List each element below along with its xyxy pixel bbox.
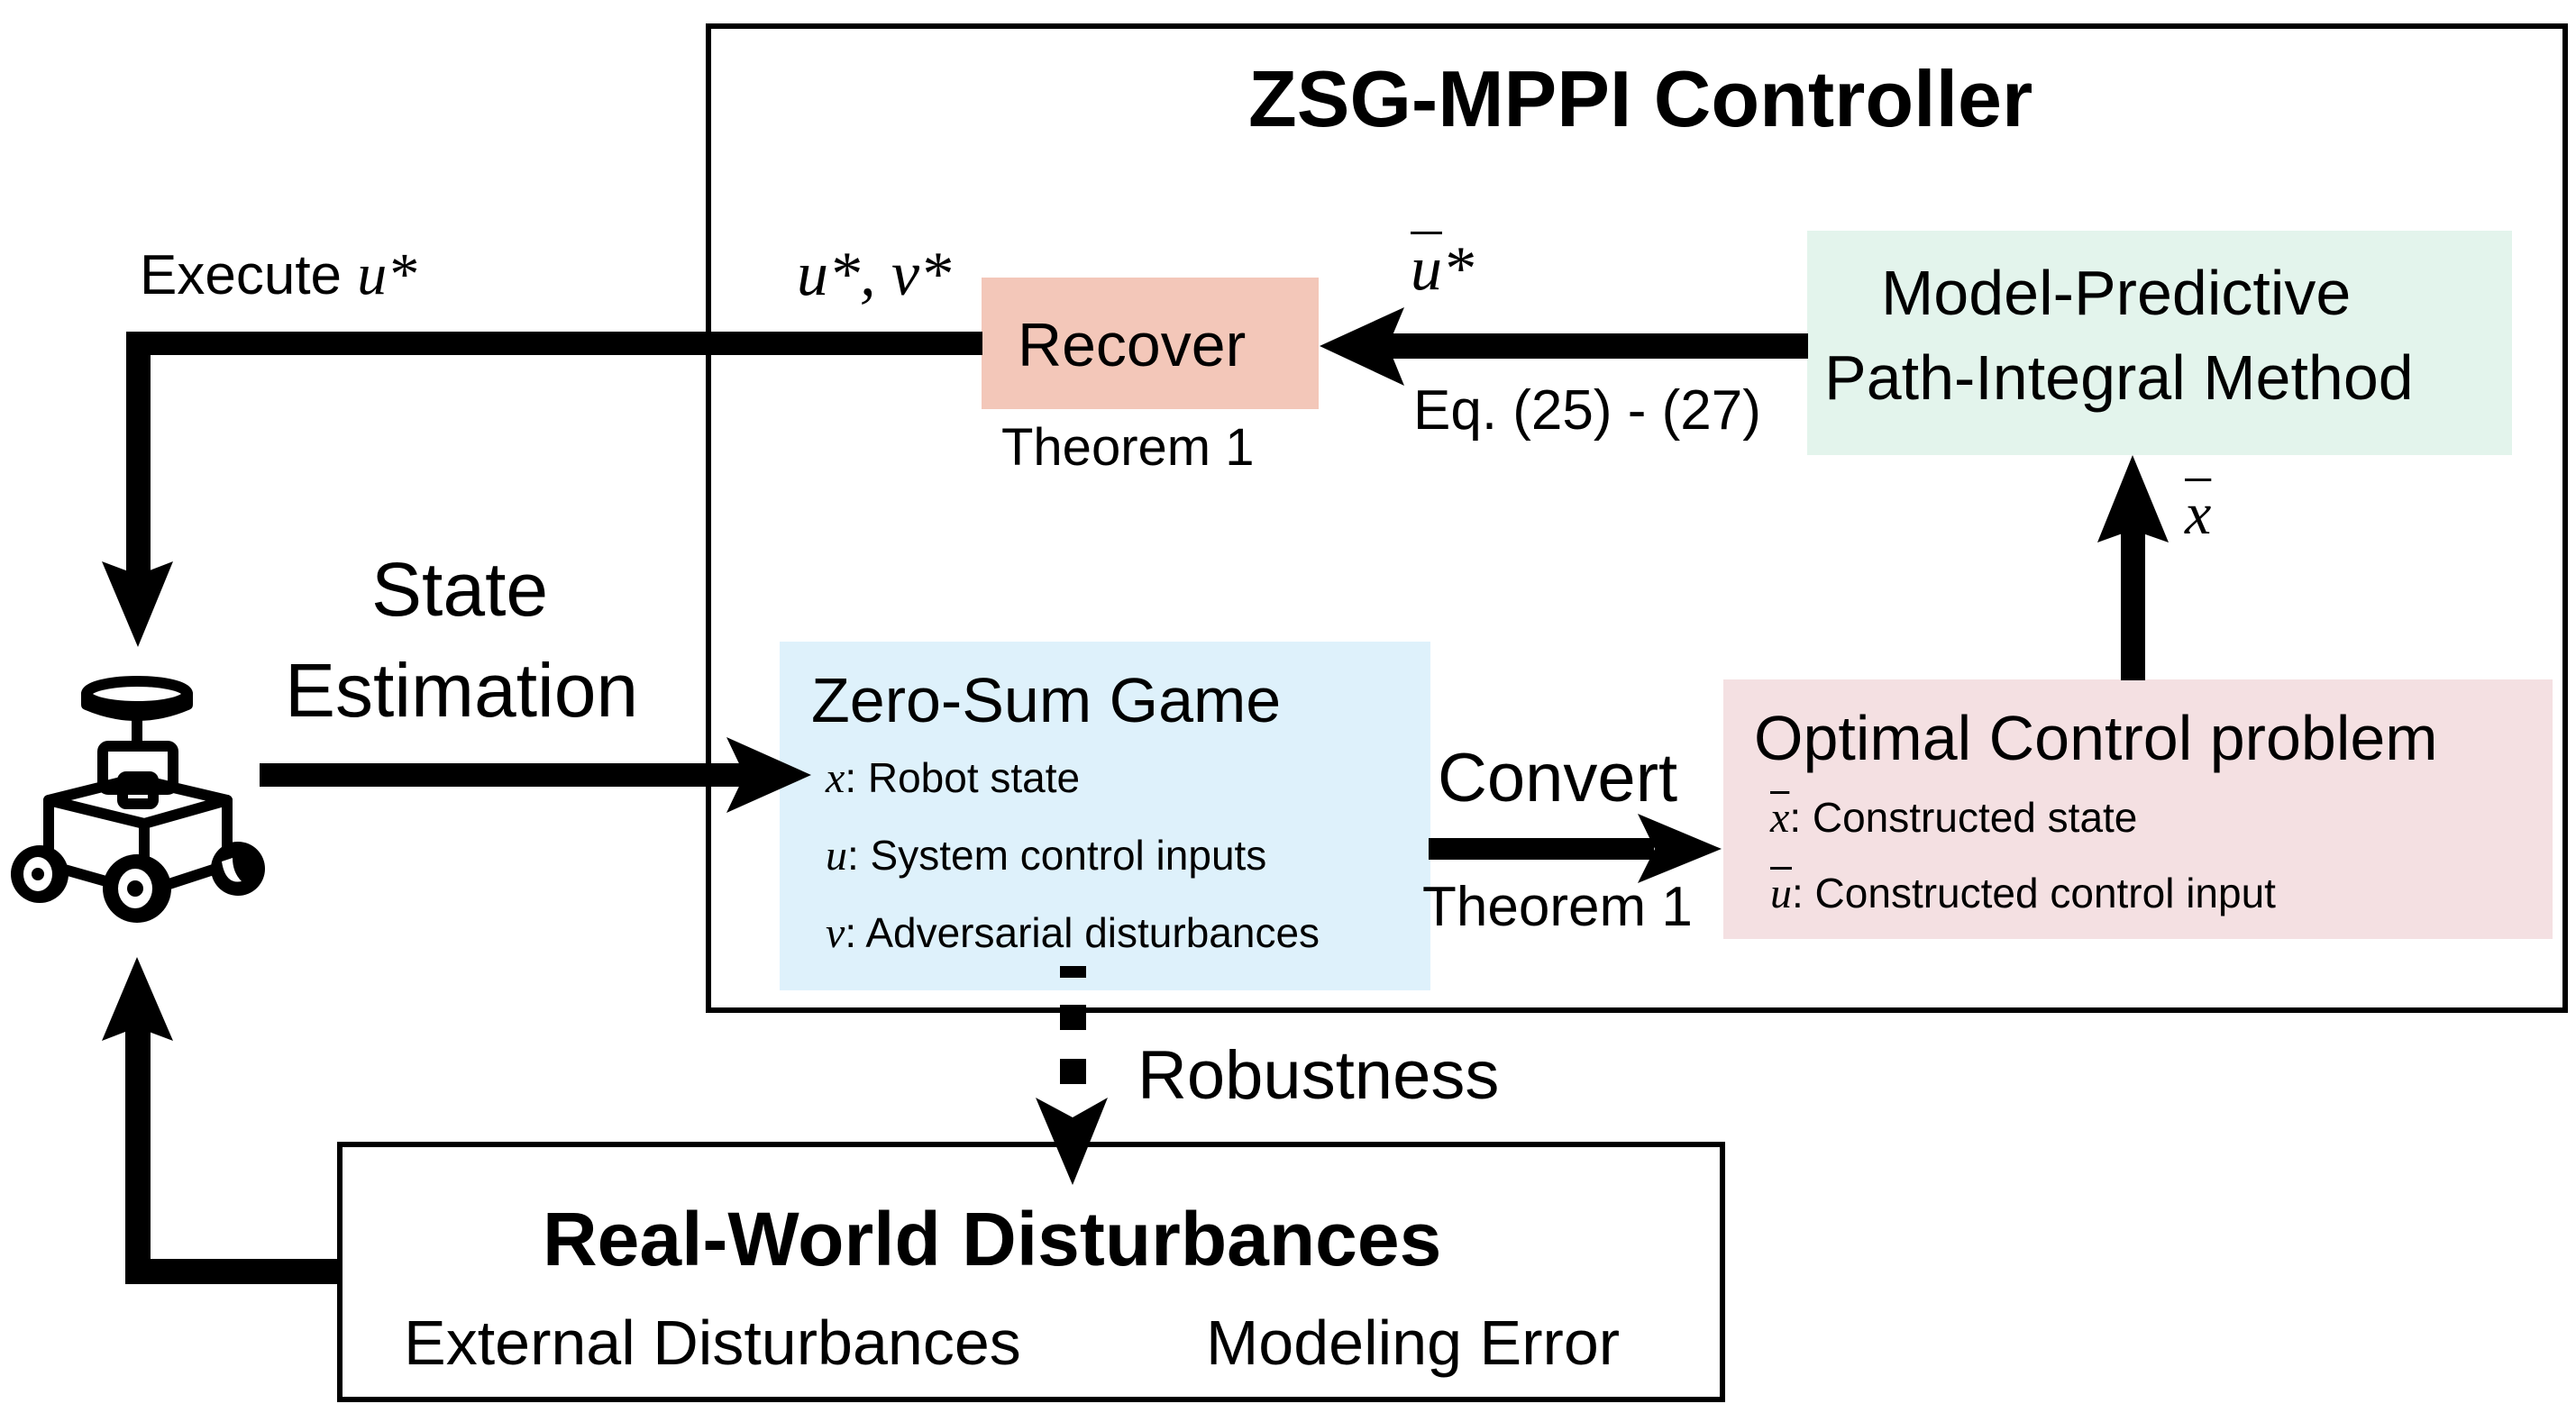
execute-label: Execute u* xyxy=(140,245,416,305)
rwd-modeling-error: Modeling Error xyxy=(1206,1308,1621,1378)
robot-icon xyxy=(11,676,265,923)
zsg-item-desc: : Adversarial disturbances xyxy=(845,909,1320,956)
zsg-item-v: v: Adversarial disturbances xyxy=(826,912,1320,955)
ocp-item-xbar: x: Constructed state xyxy=(1770,797,2137,840)
zsg-item-symbol: v xyxy=(826,909,845,957)
mppi-line1: Model-Predictive xyxy=(1881,258,2352,328)
optimal-control-box[interactable]: Optimal Control problem x: Constructed s… xyxy=(1723,679,2553,939)
x-bar-label: x xyxy=(2185,481,2212,547)
zsg-item-x: x: Robot state xyxy=(826,757,1080,800)
eq-ref-label: Eq. (25) - (27) xyxy=(1413,379,1761,442)
recover-box[interactable]: Recover xyxy=(982,278,1319,409)
zsg-item-symbol: x xyxy=(826,754,845,802)
controller-title: ZSG-MPPI Controller xyxy=(1248,54,2033,143)
recover-title: Recover xyxy=(1018,311,1247,379)
ocp-item-symbol: x xyxy=(1770,794,1790,842)
state-label-line1: State xyxy=(371,547,549,632)
real-world-disturbances-box[interactable]: Real-World Disturbances External Disturb… xyxy=(337,1142,1725,1402)
robustness-label: Robustness xyxy=(1137,1037,1500,1114)
recover-output-label: u*, v* xyxy=(797,240,952,309)
zsg-title: Zero-Sum Game xyxy=(811,665,1282,735)
zero-sum-game-box[interactable]: Zero-Sum Game x: Robot state u: System c… xyxy=(780,642,1430,990)
execute-symbol: u* xyxy=(357,242,417,307)
mppi-line2: Path-Integral Method xyxy=(1824,342,2414,413)
rwd-title: Real-World Disturbances xyxy=(543,1197,1442,1281)
ocp-item-desc: : Constructed control input xyxy=(1792,870,2276,916)
mppi-output-star: * xyxy=(1442,234,1474,304)
convert-label: Convert xyxy=(1438,740,1678,816)
ocp-item-symbol: u xyxy=(1770,870,1792,917)
execute-prefix: Execute xyxy=(140,244,358,306)
zsg-item-u: u: System control inputs xyxy=(826,834,1266,878)
zsg-item-desc: : System control inputs xyxy=(847,832,1267,879)
mppi-output-symbol: u xyxy=(1411,234,1442,304)
mppi-box[interactable]: Model-Predictive Path-Integral Method xyxy=(1807,231,2512,455)
zsg-item-symbol: u xyxy=(826,832,847,880)
ocp-item-ubar: u: Constructed control input xyxy=(1770,872,2276,916)
convert-theorem-label: Theorem 1 xyxy=(1422,876,1693,938)
arrow-disturbances-to-robot xyxy=(102,957,340,1284)
controller-container xyxy=(706,23,2568,1013)
zsg-item-desc: : Robot state xyxy=(845,754,1081,801)
mppi-output-label: u* xyxy=(1411,236,1474,301)
rwd-external: External Disturbances xyxy=(404,1308,1021,1378)
state-label-line2: Estimation xyxy=(285,648,639,733)
ocp-item-desc: : Constructed state xyxy=(1789,794,2138,841)
ocp-title: Optimal Control problem xyxy=(1754,703,2438,773)
recover-caption: Theorem 1 xyxy=(1001,418,1255,477)
